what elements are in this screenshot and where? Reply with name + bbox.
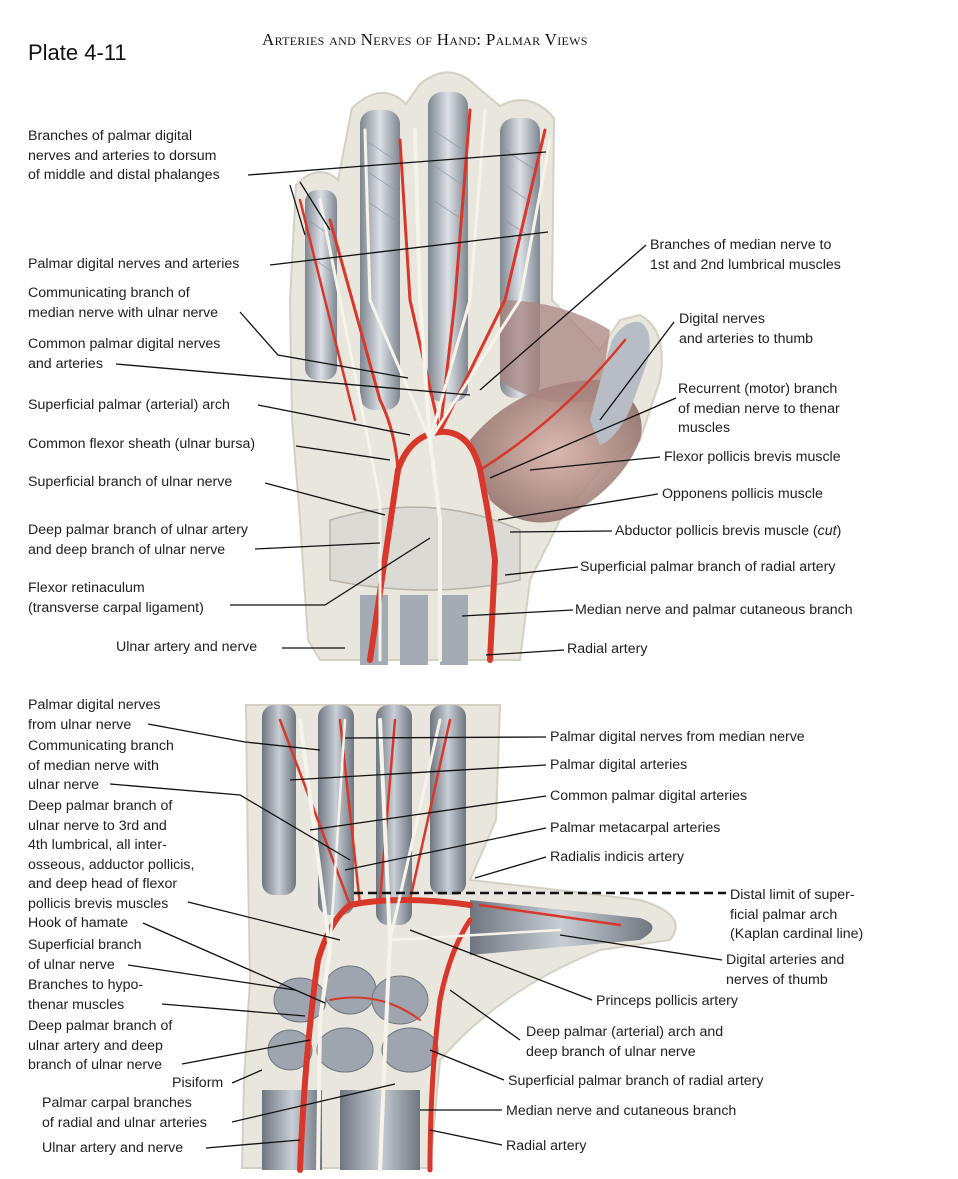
label-pisiform: Pisiform xyxy=(172,1075,224,1091)
label-communicating-branch-top: Communicating branch of median nerve wit… xyxy=(28,285,219,321)
plate-title: Arteries and Nerves of Hand: Palmar View… xyxy=(262,30,588,49)
label-dorsal-digital-branches: Branches of palmar digital nerves and ar… xyxy=(28,128,220,183)
label-deep-palmar-branch-top: Deep palmar branch of ulnar artery and d… xyxy=(28,522,249,558)
label-hook-of-hamate: Hook of hamate xyxy=(28,915,129,931)
label-flexor-retinaculum: Flexor retinaculum (transverse carpal li… xyxy=(28,580,204,616)
label-ulnar-artery-nerve-bottom: Ulnar artery and nerve xyxy=(42,1140,184,1156)
label-palmar-digital-nerves-median: Palmar digital nerves from median nerve xyxy=(550,729,805,745)
label-palmar-digital-arteries: Palmar digital arteries xyxy=(550,757,688,773)
label-ulnar-artery-nerve-top: Ulnar artery and nerve xyxy=(116,639,258,655)
label-flexor-pollicis-brevis: Flexor pollicis brevis muscle xyxy=(664,449,841,465)
label-palmar-digital-nerves-arteries: Palmar digital nerves and arteries xyxy=(28,256,240,272)
label-abductor-pollicis-brevis: Abductor pollicis brevis muscle (cut) xyxy=(615,523,842,539)
lumbrical-muscles xyxy=(500,300,610,403)
label-digital-nerves-thumb: Digital nerves and arteries to thumb xyxy=(679,311,814,347)
label-common-palmar-digital-nerves: Common palmar digital nerves and arterie… xyxy=(28,336,221,372)
label-radial-artery-top: Radial artery xyxy=(567,641,648,657)
label-digital-arteries-thumb: Digital arteries and nerves of thumb xyxy=(726,952,845,988)
forearm-tendons xyxy=(360,595,468,665)
thumb-bones xyxy=(470,900,653,955)
label-superficial-palmar-branch-radial-bottom: Superficial palmar branch of radial arte… xyxy=(508,1073,764,1089)
bottom-nerves xyxy=(298,718,562,1172)
label-palmar-carpal-branches: Palmar carpal branches of radial and uln… xyxy=(42,1095,207,1131)
label-radialis-indicis-artery: Radialis indicis artery xyxy=(550,849,685,865)
top-hand-illustration xyxy=(288,71,663,665)
label-palmar-digital-nerves-ulnar: Palmar digital nerves from ulnar nerve xyxy=(28,697,161,733)
label-radial-artery-bottom: Radial artery xyxy=(506,1138,587,1154)
label-branches-hypothenar: Branches to hypo- thenar muscles xyxy=(28,977,144,1013)
label-superficial-palmar-branch-radial-top: Superficial palmar branch of radial arte… xyxy=(580,559,836,575)
label-princeps-pollicis-artery: Princeps pollicis artery xyxy=(596,993,738,1009)
fifth-metacarpal xyxy=(262,705,296,895)
leader-lines-bottom xyxy=(109,723,726,1149)
label-kaplan-cardinal-line: Distal limit of super- ficial palmar arc… xyxy=(730,887,864,942)
middle-finger-tendon xyxy=(428,92,468,402)
label-deep-palmar-branch-bottom: Deep palmar branch of ulnar artery and d… xyxy=(28,1018,173,1073)
label-median-nerve-palmar-cutaneous: Median nerve and palmar cutaneous branch xyxy=(575,602,853,618)
top-nerves xyxy=(318,108,552,662)
leader-lines-top xyxy=(115,151,677,656)
second-metacarpal xyxy=(430,705,466,895)
bottom-bones xyxy=(262,705,653,1170)
label-superficial-branch-ulnar-top: Superficial branch of ulnar nerve xyxy=(28,474,233,490)
label-superficial-branch-ulnar-bottom: Superficial branch of ulnar nerve xyxy=(28,937,142,973)
ring-finger-tendon xyxy=(360,110,400,410)
label-superficial-palmar-arch: Superficial palmar (arterial) arch xyxy=(28,397,230,413)
label-median-lumbrical-branches: Branches of median nerve to 1st and 2nd … xyxy=(650,237,841,273)
label-deep-palmar-arch: Deep palmar (arterial) arch and deep bra… xyxy=(526,1024,724,1060)
label-median-nerve-cutaneous-branch: Median nerve and cutaneous branch xyxy=(506,1103,737,1119)
label-communicating-branch-bottom: Communicating branch of median nerve wit… xyxy=(28,738,174,793)
bottom-hand-illustration xyxy=(240,704,677,1173)
label-common-palmar-digital-arteries: Common palmar digital arteries xyxy=(550,788,748,804)
label-recurrent-motor-branch: Recurrent (motor) branch of median nerve… xyxy=(678,381,840,436)
plate-number: Plate 4-11 xyxy=(28,40,127,65)
label-common-flexor-sheath: Common flexor sheath (ulnar bursa) xyxy=(28,436,256,452)
label-deep-palmar-branch-ulnar-nerve: Deep palmar branch of ulnar nerve to 3rd… xyxy=(28,798,195,912)
label-palmar-metacarpal-arteries: Palmar metacarpal arteries xyxy=(550,820,721,836)
label-opponens-pollicis: Opponens pollicis muscle xyxy=(662,486,823,502)
